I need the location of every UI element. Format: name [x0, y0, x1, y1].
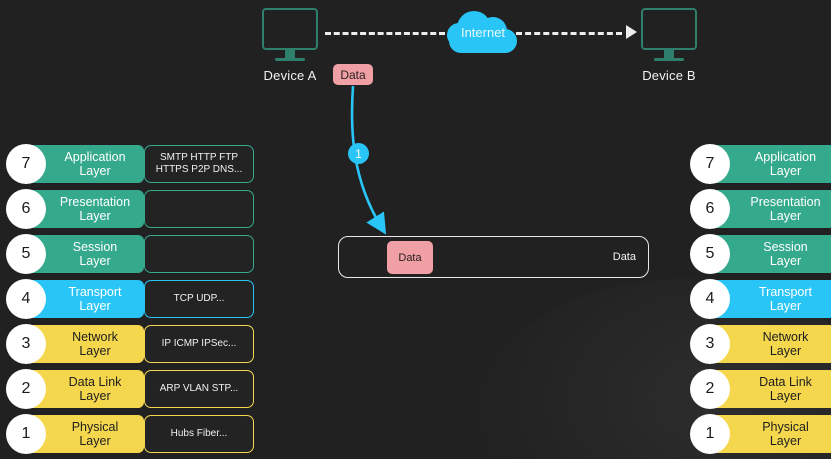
- layer-number-7: 7: [690, 144, 730, 184]
- pdu-block: Data: [387, 241, 433, 274]
- data-badge-top: Data: [333, 64, 373, 85]
- layer-number-2: 2: [6, 369, 46, 409]
- monitor-stand-icon: [285, 50, 295, 58]
- layer-number-1: 1: [690, 414, 730, 454]
- internet-label: Internet: [460, 24, 506, 40]
- layer-number-6: 6: [690, 189, 730, 229]
- layer-number-4: 4: [690, 279, 730, 319]
- pdu-name-label: Data: [612, 251, 636, 263]
- protocol-box-5[interactable]: [144, 235, 254, 273]
- layer-number-6: 6: [6, 189, 46, 229]
- device-a-label: Device A: [263, 68, 317, 83]
- step-badge-1: 1: [348, 143, 369, 164]
- layer-number-7: 7: [6, 144, 46, 184]
- link-dashed-left: [325, 32, 445, 35]
- protocol-box-4[interactable]: TCP UDP...: [144, 280, 254, 318]
- monitor-stand-icon: [664, 50, 674, 58]
- arrow-head-icon: [626, 25, 637, 39]
- layer-number-4: 4: [6, 279, 46, 319]
- pdu-panel: Data Data: [338, 236, 649, 278]
- protocol-box-3[interactable]: IP ICMP IPSec...: [144, 325, 254, 363]
- cloud-base: [449, 29, 517, 53]
- device-b: Device B: [641, 8, 697, 83]
- device-a: Device A: [262, 8, 318, 83]
- layer-number-1: 1: [6, 414, 46, 454]
- monitor-base-icon: [275, 58, 305, 61]
- layer-number-3: 3: [690, 324, 730, 364]
- internet-cloud-icon: Internet: [447, 9, 519, 55]
- monitor-base-icon: [654, 58, 684, 61]
- link-dashed-right: [516, 32, 622, 35]
- monitor-icon: [262, 8, 318, 50]
- protocol-box-2[interactable]: ARP VLAN STP...: [144, 370, 254, 408]
- monitor-icon: [641, 8, 697, 50]
- device-b-label: Device B: [642, 68, 696, 83]
- protocol-box-1[interactable]: Hubs Fiber...: [144, 415, 254, 453]
- layer-number-2: 2: [690, 369, 730, 409]
- layer-number-5: 5: [6, 234, 46, 274]
- layer-number-5: 5: [690, 234, 730, 274]
- layer-number-3: 3: [6, 324, 46, 364]
- protocol-box-6[interactable]: [144, 190, 254, 228]
